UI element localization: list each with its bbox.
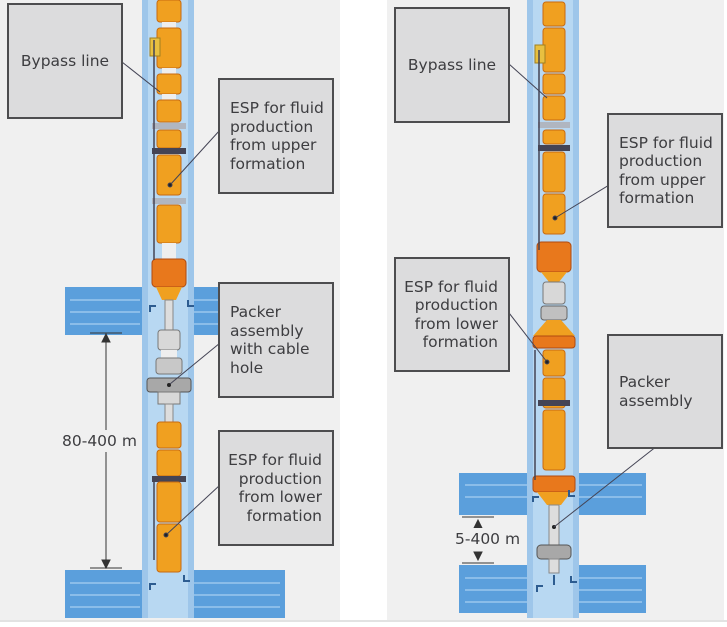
callout-text: formation [422, 333, 498, 351]
callout-text: production [619, 152, 703, 170]
callout-text: formation [619, 189, 695, 207]
callout-esp-lower: ESP for fluid production from lower form… [218, 430, 334, 546]
wellbore-illustration-left [65, 0, 285, 618]
callout-text: production [238, 469, 322, 488]
callout-text: from lower [414, 314, 498, 333]
upper-esp-string [149, 0, 187, 300]
dimension-label: 5-400 m [455, 528, 521, 550]
callout-esp-upper: ESP for fluid production from upper form… [607, 113, 723, 228]
callout-text: production [230, 117, 314, 136]
callout-text: formation [230, 154, 306, 173]
wellbore-illustration-right [459, 0, 658, 618]
flow-arrows-right [532, 490, 577, 592]
callout-text: from upper [619, 170, 706, 189]
callout-esp-lower: ESP for fluid production from lower form… [394, 257, 510, 372]
bottom-divider [0, 620, 727, 622]
callout-text: hole [230, 358, 264, 377]
callout-text: ESP for fluid [619, 133, 713, 152]
callout-text: from upper [230, 136, 317, 154]
callout-text: Packer [230, 303, 282, 321]
callout-text: ESP for fluid [228, 451, 322, 469]
callout-text: Bypass line [20, 51, 110, 70]
dual-packer-diagram: Bypass line ESP for fluid production fro… [387, 0, 724, 620]
callout-packer: Packer assembly [607, 334, 723, 449]
packer-assembly-cable-hole [146, 299, 192, 423]
packer-assembly [536, 504, 572, 574]
packer-upper-gray [540, 281, 568, 321]
callout-text: ESP for fluid [230, 99, 324, 117]
callout-text: Packer [619, 373, 671, 391]
callout-text: production [414, 296, 498, 314]
callout-text: with cable [230, 340, 310, 358]
callout-text: Bypass line [407, 55, 497, 74]
callout-text: assembly [619, 391, 693, 410]
single-packer-cable-hole-diagram: Bypass line ESP for fluid production fro… [0, 0, 340, 620]
leader-lines-left [121, 61, 221, 538]
callout-text: ESP for fluid [404, 277, 498, 296]
flow-arrows-left [149, 300, 194, 590]
callout-text: assembly [230, 321, 304, 340]
callout-bypass-line: Bypass line [7, 3, 123, 119]
callout-text: from lower [238, 488, 322, 506]
lower-esp-string [152, 421, 186, 573]
dimension-label: 80-400 m [62, 430, 137, 452]
upper-esp-string [534, 1, 572, 282]
callout-packer-cable-hole: Packer assembly with cable hole [218, 282, 334, 398]
lower-esp-string [532, 320, 576, 505]
callout-bypass-line: Bypass line [394, 7, 510, 123]
callout-text: formation [246, 506, 322, 525]
callout-esp-upper: ESP for fluid production from upper form… [218, 78, 334, 194]
